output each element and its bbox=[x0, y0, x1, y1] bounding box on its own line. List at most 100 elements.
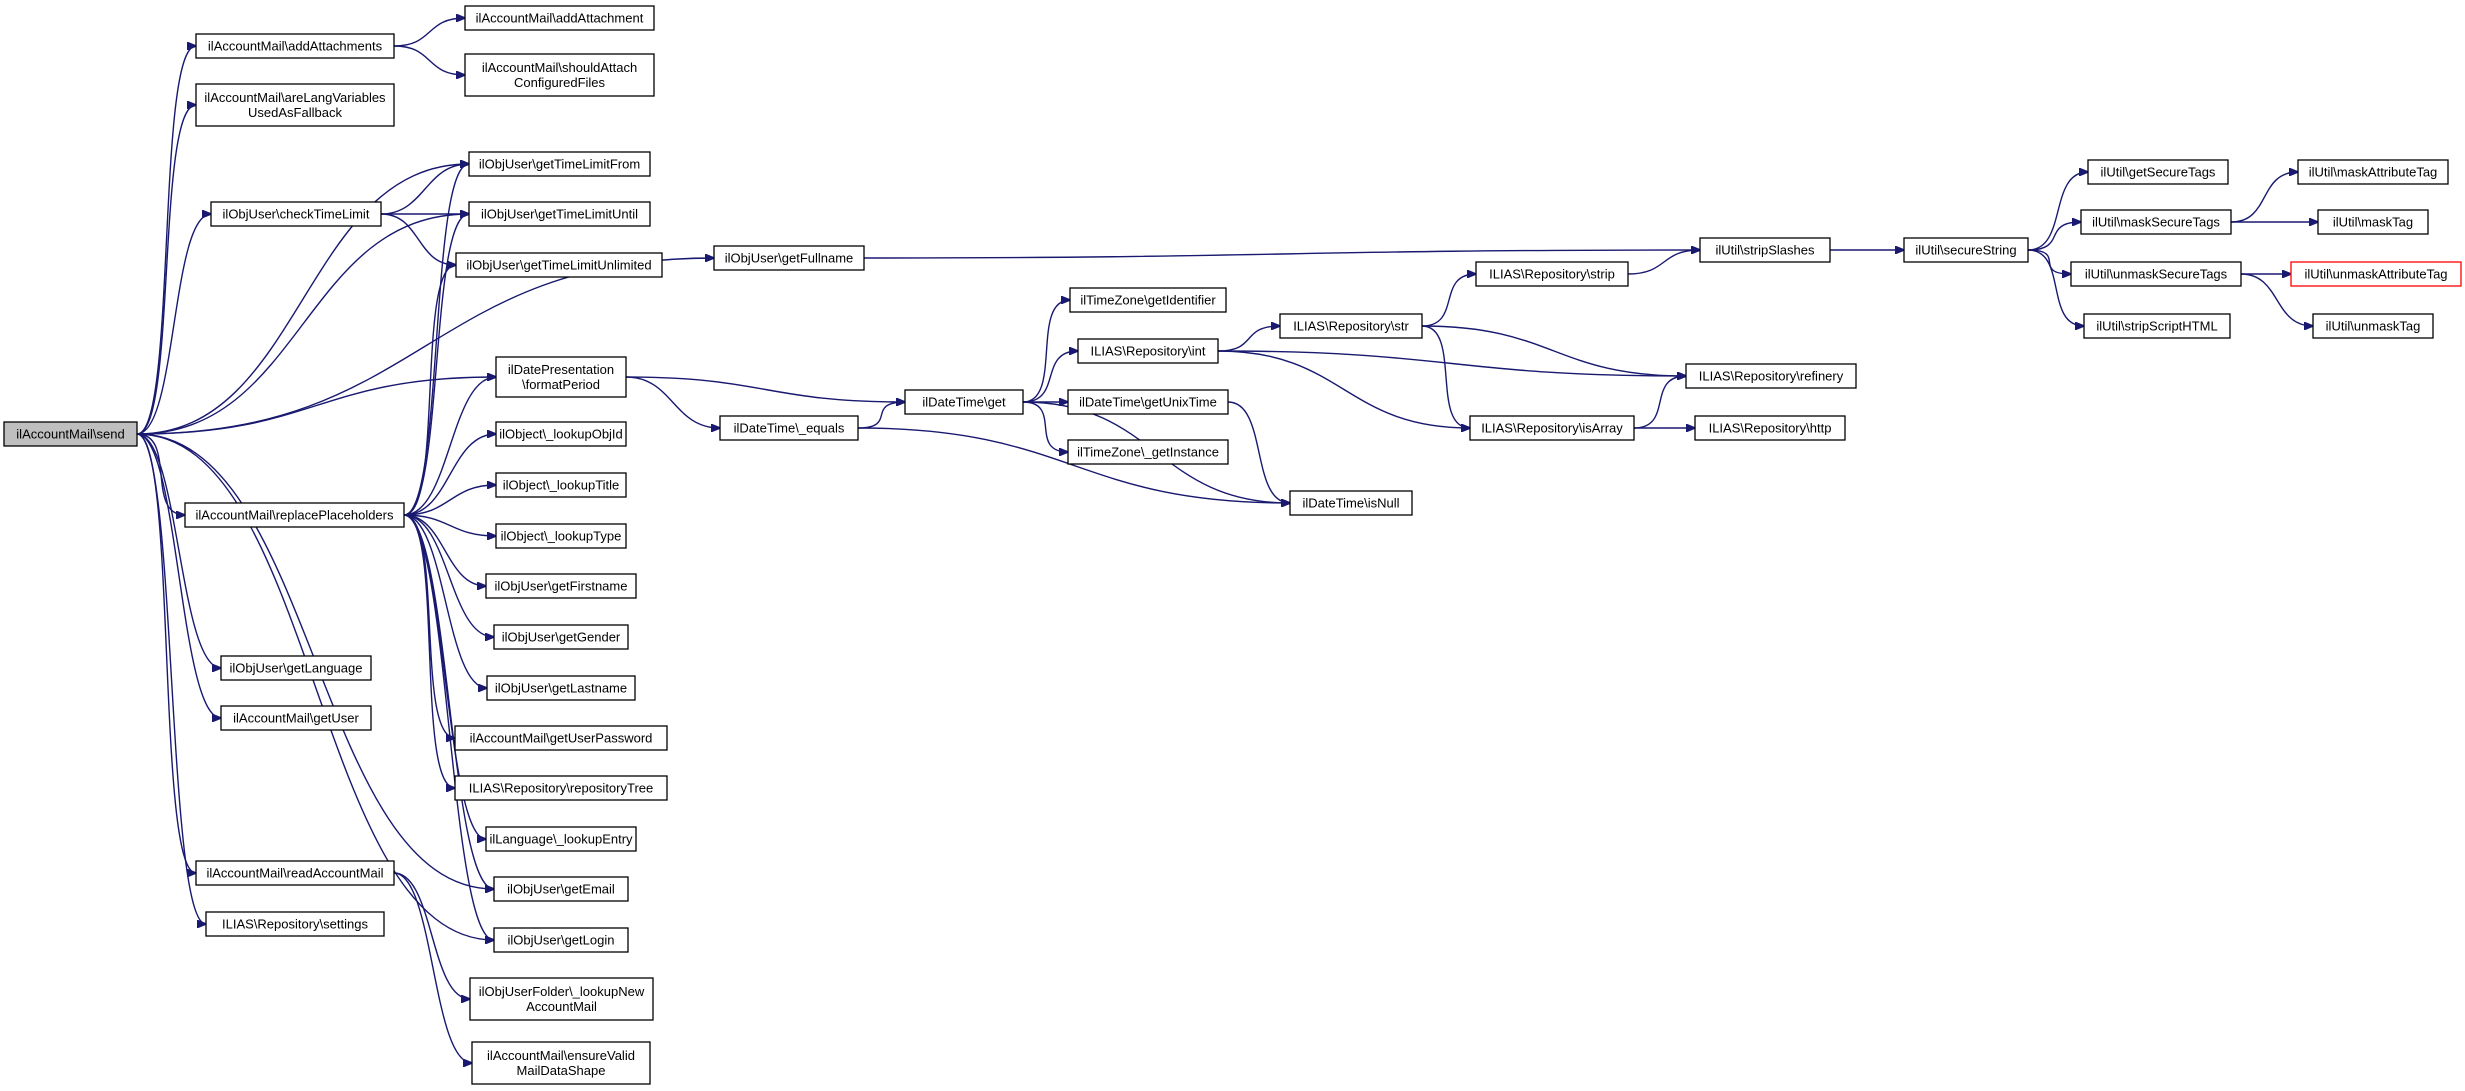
edge-send-to-get-user bbox=[136, 433, 221, 718]
node-box bbox=[493, 624, 629, 650]
node-label: ilObjUser\getGender bbox=[502, 630, 621, 645]
node-box bbox=[220, 705, 372, 731]
node-tz-get-instance[interactable]: ilTimeZone\_getInstance bbox=[1067, 439, 1229, 465]
edge-repo-str-to-repo-refinery bbox=[1421, 325, 1686, 376]
node-are-lang[interactable]: ilAccountMail\areLangVariablesUsedAsFall… bbox=[195, 83, 395, 127]
node-mask-tag[interactable]: ilUtil\maskTag bbox=[2317, 209, 2429, 235]
node-lookup-type[interactable]: ilObject\_lookupType bbox=[495, 523, 627, 549]
edge-repo-int-to-repo-refinery bbox=[1217, 350, 1686, 376]
node-get-user[interactable]: ilAccountMail\getUser bbox=[220, 705, 372, 731]
node-get-gender[interactable]: ilObjUser\getGender bbox=[493, 624, 629, 650]
node-label: ilObjUser\getLogin bbox=[508, 933, 615, 948]
node-label: ilUtil\maskAttributeTag bbox=[2309, 165, 2438, 180]
node-box bbox=[1069, 287, 1227, 313]
node-repository-tree[interactable]: ILIAS\Repository\repositoryTree bbox=[454, 775, 668, 801]
node-get-firstname[interactable]: ilObjUser\getFirstname bbox=[485, 573, 637, 599]
node-unmask-tag[interactable]: ilUtil\unmaskTag bbox=[2312, 313, 2434, 339]
node-mask-attribute-tag[interactable]: ilUtil\maskAttributeTag bbox=[2297, 159, 2449, 185]
node-check-time-limit[interactable]: ilObjUser\checkTimeLimit bbox=[210, 201, 382, 227]
node-should-attach[interactable]: ilAccountMail\shouldAttachConfiguredFile… bbox=[464, 53, 655, 97]
node-lookup-entry[interactable]: ilLanguage\_lookupEntry bbox=[485, 826, 637, 852]
edge-format-period-to-dt-get bbox=[625, 376, 905, 402]
node-get-language[interactable]: ilObjUser\getLanguage bbox=[220, 655, 372, 681]
node-get-secure-tags[interactable]: ilUtil\getSecureTags bbox=[2087, 159, 2229, 185]
node-label: ilTimeZone\getIdentifier bbox=[1080, 293, 1216, 308]
node-box bbox=[210, 201, 382, 227]
node-repo-str[interactable]: ILIAS\Repository\str bbox=[1279, 313, 1423, 339]
node-get-time-limit-unlimited[interactable]: ilObjUser\getTimeLimitUnlimited bbox=[455, 252, 663, 278]
edge-dt-equals-to-dt-get bbox=[857, 402, 905, 429]
node-strip-slashes[interactable]: ilUtil\stripSlashes bbox=[1699, 237, 1831, 263]
edge-repo-int-to-repo-str bbox=[1217, 326, 1280, 352]
edge-send-to-add-attachments bbox=[136, 46, 196, 435]
node-mask-secure-tags[interactable]: ilUtil\maskSecureTags bbox=[2080, 209, 2232, 235]
node-get-user-password[interactable]: ilAccountMail\getUserPassword bbox=[454, 725, 668, 751]
node-box bbox=[1289, 490, 1413, 516]
node-add-attachment[interactable]: ilAccountMail\addAttachment bbox=[464, 5, 655, 31]
node-lookup-title[interactable]: ilObject\_lookupTitle bbox=[495, 472, 627, 498]
node-label: ilDateTime\isNull bbox=[1302, 496, 1399, 511]
node-box bbox=[2297, 159, 2449, 185]
node-label: ILIAS\Repository\settings bbox=[222, 917, 368, 932]
node-label: ILIAS\Repository\refinery bbox=[1699, 369, 1844, 384]
node-box bbox=[2087, 159, 2229, 185]
node-label: ilUtil\maskTag bbox=[2333, 215, 2413, 230]
node-label: \formatPeriod bbox=[522, 377, 600, 392]
node-box bbox=[2070, 261, 2242, 287]
node-repo-settings[interactable]: ILIAS\Repository\settings bbox=[205, 911, 385, 937]
node-read-account-mail[interactable]: ilAccountMail\readAccountMail bbox=[195, 860, 395, 886]
node-box bbox=[495, 523, 627, 549]
node-repo-refinery[interactable]: ILIAS\Repository\refinery bbox=[1685, 363, 1857, 389]
node-dt-get[interactable]: ilDateTime\get bbox=[904, 389, 1024, 415]
node-repo-strip[interactable]: ILIAS\Repository\strip bbox=[1475, 261, 1629, 287]
node-box bbox=[493, 927, 629, 953]
node-label: ilObjUser\getTimeLimitUnlimited bbox=[466, 258, 651, 273]
node-box bbox=[2317, 209, 2429, 235]
node-get-fullname[interactable]: ilObjUser\getFullname bbox=[713, 245, 865, 271]
node-box bbox=[485, 826, 637, 852]
node-format-period[interactable]: ilDatePresentation\formatPeriod bbox=[495, 356, 627, 398]
edge-unmask-secure-tags-to-unmask-tag bbox=[2240, 273, 2313, 326]
node-label: ilDatePresentation bbox=[508, 362, 614, 377]
node-box bbox=[1077, 338, 1219, 364]
node-box bbox=[2312, 313, 2434, 339]
node-unmask-secure-tags[interactable]: ilUtil\unmaskSecureTags bbox=[2070, 261, 2242, 287]
node-label: ILIAS\Repository\int bbox=[1091, 344, 1206, 359]
node-get-time-limit-until[interactable]: ilObjUser\getTimeLimitUntil bbox=[468, 201, 651, 227]
edge-dt-get-to-repo-int bbox=[1022, 351, 1078, 403]
node-box bbox=[455, 252, 663, 278]
node-secure-string[interactable]: ilUtil\secureString bbox=[1903, 237, 2029, 263]
edge-replace-placeholders-to-get-time-limit-from bbox=[403, 164, 469, 516]
node-label: ilObjUser\getLastname bbox=[495, 681, 627, 696]
node-dt-is-null[interactable]: ilDateTime\isNull bbox=[1289, 490, 1413, 516]
node-lookup-obj-id[interactable]: ilObject\_lookupObjId bbox=[495, 421, 627, 447]
node-repo-is-array[interactable]: ILIAS\Repository\isArray bbox=[1469, 415, 1635, 441]
node-get-login[interactable]: ilObjUser\getLogin bbox=[493, 927, 629, 953]
node-label: ilObject\_lookupTitle bbox=[503, 478, 620, 493]
node-get-email[interactable]: ilObjUser\getEmail bbox=[493, 876, 629, 902]
node-dt-equals[interactable]: ilDateTime\_equals bbox=[719, 415, 859, 441]
edge-replace-placeholders-to-lookup-title bbox=[403, 485, 496, 516]
node-label: ConfiguredFiles bbox=[514, 75, 606, 90]
node-repo-http[interactable]: ILIAS\Repository\http bbox=[1694, 415, 1846, 441]
node-strip-script-html[interactable]: ilUtil\stripScriptHTML bbox=[2083, 313, 2231, 339]
node-box bbox=[1685, 363, 1857, 389]
node-dt-get-unix-time[interactable]: ilDateTime\getUnixTime bbox=[1067, 389, 1229, 415]
node-box bbox=[1699, 237, 1831, 263]
node-box bbox=[1067, 389, 1229, 415]
node-box bbox=[468, 151, 651, 177]
node-tz-get-identifier[interactable]: ilTimeZone\getIdentifier bbox=[1069, 287, 1227, 313]
node-unmask-attribute-tag[interactable]: ilUtil\unmaskAttributeTag bbox=[2290, 261, 2462, 287]
node-add-attachments[interactable]: ilAccountMail\addAttachments bbox=[195, 33, 395, 59]
node-replace-placeholders[interactable]: ilAccountMail\replacePlaceholders bbox=[184, 502, 405, 528]
node-label: ilAccountMail\ensureValid bbox=[487, 1048, 635, 1063]
node-repo-int[interactable]: ILIAS\Repository\int bbox=[1077, 338, 1219, 364]
node-get-lastname[interactable]: ilObjUser\getLastname bbox=[486, 675, 636, 701]
node-box bbox=[471, 1041, 651, 1085]
node-box bbox=[2080, 209, 2232, 235]
node-get-time-limit-from[interactable]: ilObjUser\getTimeLimitFrom bbox=[468, 151, 651, 177]
node-box bbox=[464, 5, 655, 31]
